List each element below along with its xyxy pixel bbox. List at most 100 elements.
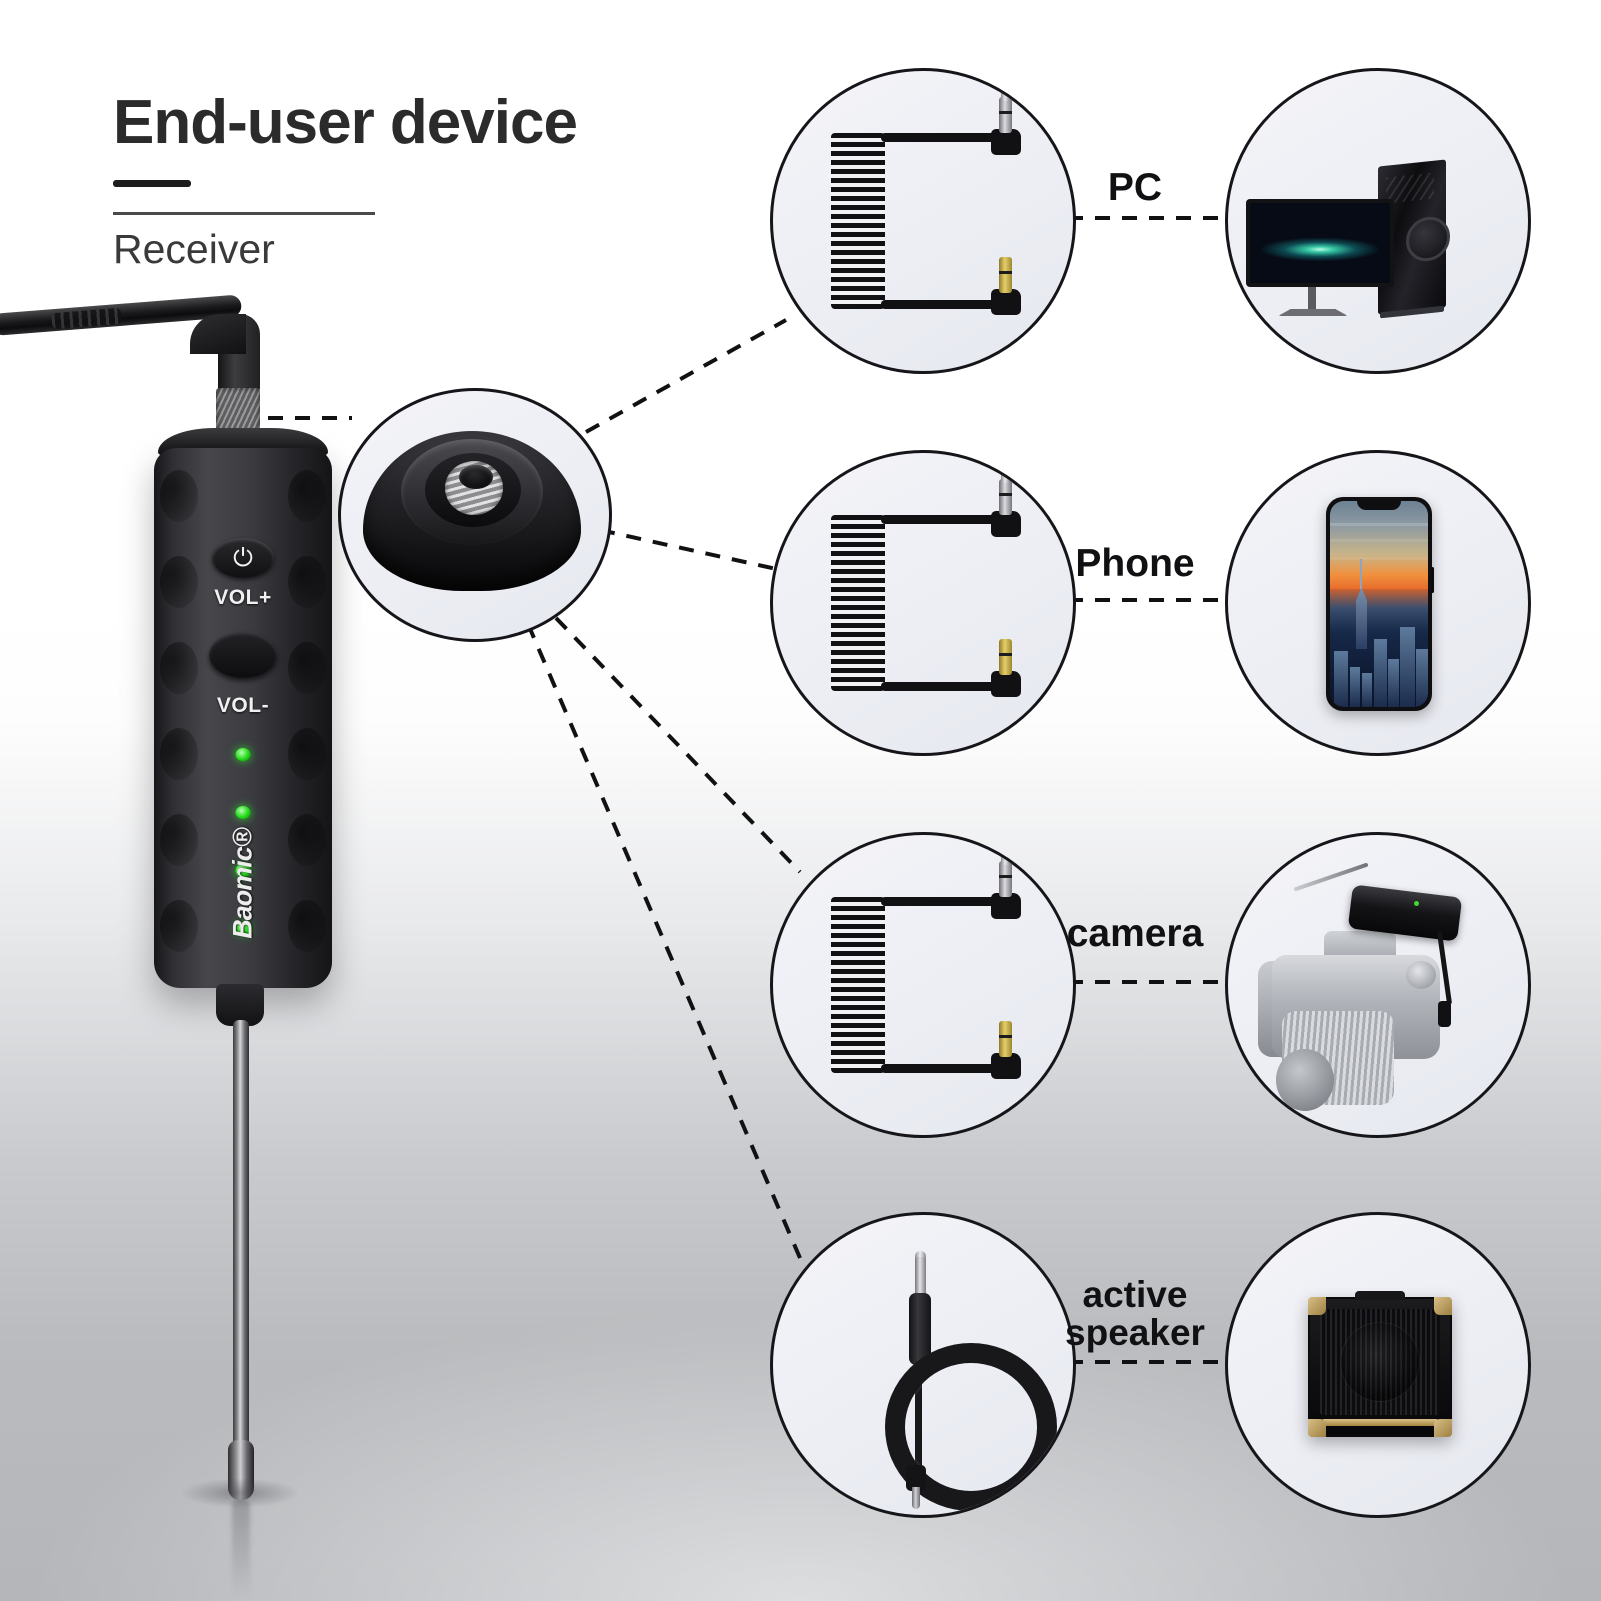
jack-elbow-top	[991, 893, 1021, 919]
phone-side-button	[1431, 567, 1434, 593]
speaker-corner-protector	[1434, 1419, 1452, 1437]
jack-elbow-bottom	[991, 1053, 1021, 1079]
jack-tip	[1001, 471, 1010, 483]
coiled-cable-icon	[831, 515, 885, 691]
connection-label-pc: PC	[1107, 166, 1163, 209]
jack-shaft-gold	[999, 257, 1012, 293]
cable-circle-phone	[770, 450, 1076, 756]
monitor-wallpaper	[1250, 203, 1390, 283]
title-underline-thin	[113, 212, 375, 215]
city-skyline	[1330, 589, 1428, 707]
link-hub-to-cable-phone	[599, 528, 791, 574]
jack-shaft-silver	[999, 479, 1012, 515]
quarter-inch-jack-body	[909, 1293, 931, 1365]
camera-mode-dial	[1406, 961, 1436, 989]
device-circle-speaker	[1225, 1212, 1531, 1518]
smartphone	[1326, 497, 1434, 711]
cable-circle-pc	[770, 68, 1076, 374]
3.5mm-plug-pin	[912, 1487, 920, 1509]
grip-dimple	[288, 728, 326, 780]
receiver-body: ⏻ VOL+ VOL- Baomic®	[154, 448, 332, 988]
page-title: End-user device	[113, 88, 578, 157]
speaker-corner-protector	[1308, 1419, 1326, 1437]
jack-ring-band	[999, 653, 1012, 656]
antenna-rod	[233, 1020, 249, 1450]
device-circle-phone	[1225, 450, 1531, 756]
status-led	[235, 864, 251, 877]
volume-button[interactable]	[209, 632, 277, 678]
cable-arm-top	[881, 133, 999, 142]
speaker-corner-protector	[1434, 1297, 1452, 1315]
camera-lens-front-element	[1276, 1049, 1334, 1111]
speaker-driver	[1340, 1321, 1420, 1402]
grip-dimple	[160, 728, 198, 780]
antenna-reflection	[232, 1498, 250, 1598]
active-speaker-cabinet	[1308, 1291, 1452, 1437]
status-led	[235, 922, 251, 935]
receiver-output-plug	[1438, 1001, 1451, 1027]
speaker-handle	[1355, 1291, 1405, 1300]
title-underline-thick	[113, 180, 191, 187]
jack-tip	[1001, 853, 1010, 865]
link-hub-to-cable-speaker	[526, 623, 802, 1259]
vol-down-label: VOL-	[216, 694, 270, 717]
jack-shaft-silver	[999, 97, 1012, 133]
jack-ring-band	[999, 875, 1012, 878]
cable-arm-top	[881, 897, 999, 906]
connection-label-phone: Phone	[1075, 542, 1195, 585]
3.5mm-plug-body	[906, 1465, 926, 1491]
status-led	[235, 806, 251, 819]
antenna-tip	[228, 1440, 254, 1500]
link-hub-to-cable-camera	[554, 616, 802, 874]
speaker-corner-protector	[1308, 1297, 1326, 1315]
connection-label-camera: camera	[1066, 912, 1204, 955]
monitor-base	[1278, 309, 1348, 316]
phone-notch	[1357, 497, 1401, 510]
grip-dimple	[288, 814, 326, 866]
cable-strain-relief	[51, 307, 123, 330]
grip-dimple	[288, 556, 326, 608]
jack-shaft-gold	[999, 639, 1012, 675]
jack-ring-band	[999, 1035, 1012, 1038]
jack-tip	[1001, 89, 1010, 101]
monitor-stand	[1308, 287, 1316, 311]
status-led	[235, 748, 251, 761]
cable-arm-bottom	[881, 1064, 999, 1073]
coiled-cable-icon	[831, 133, 885, 309]
grip-dimple	[288, 642, 326, 694]
device-circle-camera	[1225, 832, 1531, 1138]
jack-elbow-bottom	[991, 671, 1021, 697]
cable-circle-camera	[770, 832, 1076, 1138]
cable-arm-bottom	[881, 300, 999, 309]
grip-dimple	[160, 556, 198, 608]
title-block: End-user device Receiver	[113, 88, 578, 272]
jack-shaft-silver	[999, 861, 1012, 897]
pc-tower-vent	[1386, 172, 1434, 204]
right-angle-plug	[190, 314, 260, 392]
output-jack-hub-circle	[338, 388, 612, 642]
power-button[interactable]: ⏻	[212, 538, 274, 578]
cable-circle-speaker	[770, 1212, 1076, 1518]
grip-dimple	[160, 470, 198, 522]
floor-shadow	[180, 1478, 300, 1508]
speaker-bottom-trim	[1322, 1419, 1438, 1426]
jack-elbow-top	[991, 129, 1021, 155]
jack-socket-hole	[459, 465, 493, 489]
jack-elbow-bottom	[991, 289, 1021, 315]
link-hub-to-cable-pc	[585, 318, 787, 434]
grip-dimple	[288, 900, 326, 952]
empire-state-building	[1356, 587, 1367, 649]
grip-dimple	[160, 642, 198, 694]
coiled-cable-icon	[831, 897, 885, 1073]
spire-antenna	[1360, 559, 1362, 589]
page-subtitle: Receiver	[113, 226, 275, 272]
pc-monitor	[1246, 199, 1394, 287]
connection-label-speaker: active speaker	[1065, 1274, 1205, 1353]
power-icon: ⏻	[233, 543, 253, 572]
jack-ring-band	[999, 271, 1012, 274]
cable-arm-top	[881, 515, 999, 524]
grip-dimple	[160, 900, 198, 952]
grip-dimple	[288, 470, 326, 522]
jack-shaft-gold	[999, 1021, 1012, 1057]
